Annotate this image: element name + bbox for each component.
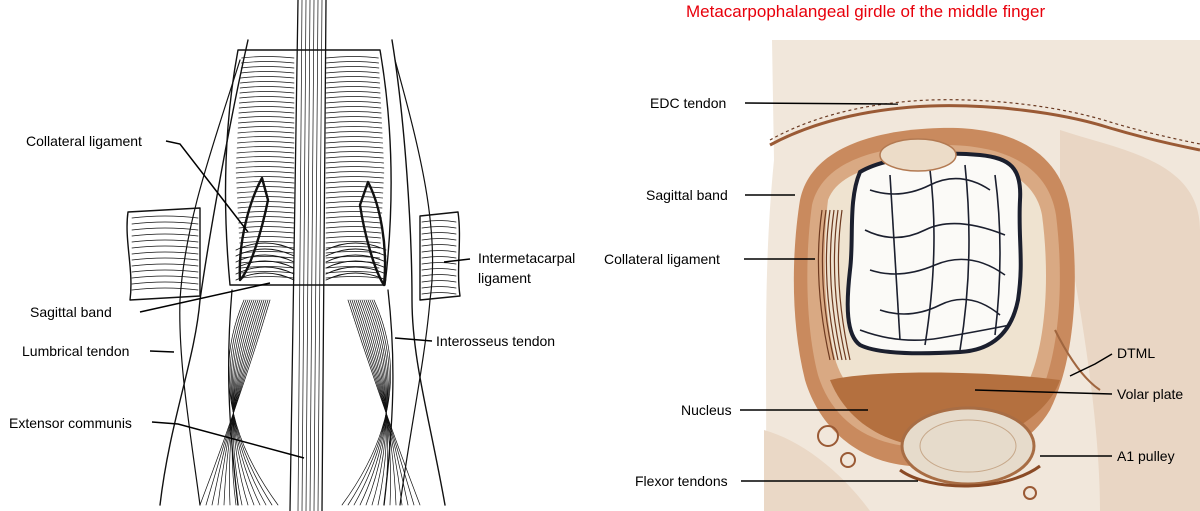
label-a1-pulley: A1 pulley bbox=[1117, 448, 1175, 464]
photo-title: Metacarpophalangeal girdle of the middle… bbox=[686, 2, 1045, 21]
edc-tendon bbox=[880, 139, 956, 171]
extensor-tendon-edge-right bbox=[322, 0, 326, 511]
extensor-tendon-edge-left bbox=[290, 0, 298, 511]
flexor-tendons bbox=[902, 408, 1034, 484]
label-collateral-ligament-photo: Collateral ligament bbox=[604, 251, 720, 267]
lower-fibers-right bbox=[342, 300, 420, 505]
label-sagittal-band: Sagittal band bbox=[30, 304, 112, 320]
extensor-mechanism-drawing bbox=[127, 0, 460, 511]
finger-outline-left bbox=[160, 40, 248, 505]
label-collateral-ligament: Collateral ligament bbox=[26, 133, 142, 149]
leader-collateral-ligament bbox=[166, 141, 248, 232]
finger-outline-right bbox=[392, 40, 445, 505]
label-dtml: DTML bbox=[1117, 345, 1155, 361]
label-lumbrical-tendon: Lumbrical tendon bbox=[22, 343, 129, 359]
label-sagittal-band-photo: Sagittal band bbox=[646, 187, 728, 203]
label-flexor-tendons: Flexor tendons bbox=[635, 473, 728, 489]
leader-interosseus-tendon bbox=[395, 338, 432, 341]
leader-lumbrical-tendon bbox=[150, 351, 174, 352]
leader-sagittal-band bbox=[140, 283, 270, 312]
histology-photo bbox=[764, 40, 1200, 511]
intermetacarpal-fibers-right bbox=[422, 221, 456, 295]
label-nucleus: Nucleus bbox=[681, 402, 732, 418]
label-intermetacarpal-line1: Intermetacarpal bbox=[478, 250, 575, 266]
sagittal-band-arcs bbox=[236, 243, 386, 280]
interosseus-outline bbox=[395, 60, 433, 505]
extensor-tendon-fibers bbox=[298, 0, 322, 511]
label-extensor-communis: Extensor communis bbox=[9, 415, 132, 431]
label-interosseus-tendon: Interosseus tendon bbox=[436, 333, 555, 349]
hood-fibers bbox=[236, 57, 384, 279]
label-volar-plate: Volar plate bbox=[1117, 386, 1183, 402]
lower-fibers-left bbox=[200, 300, 278, 505]
label-intermetacarpal-line2: ligament bbox=[478, 270, 531, 286]
label-edc-tendon: EDC tendon bbox=[650, 95, 726, 111]
leader-edc-tendon bbox=[745, 103, 898, 104]
leader-intermetacarpal bbox=[444, 259, 470, 262]
intermetacarpal-fibers-left bbox=[132, 216, 198, 290]
